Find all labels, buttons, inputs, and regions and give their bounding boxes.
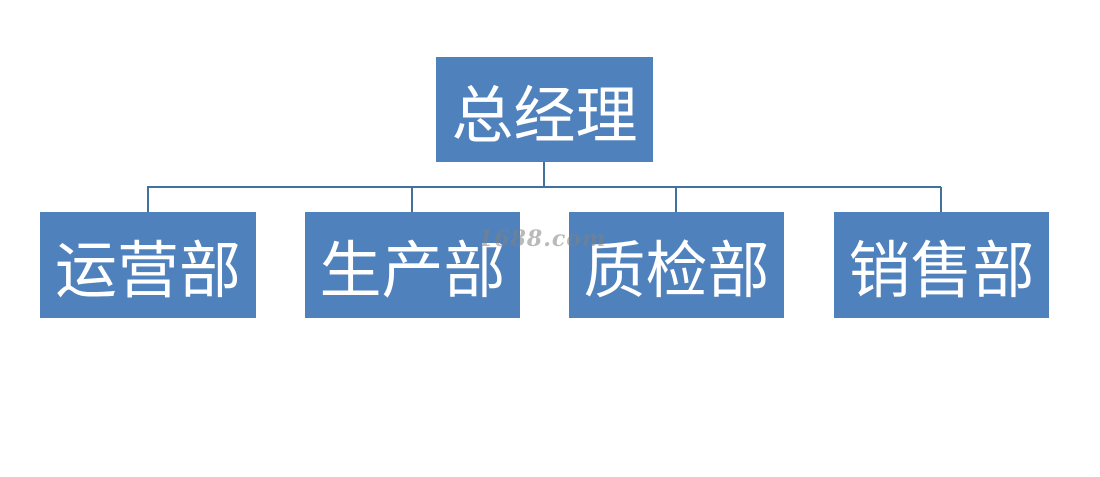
- node-production-dept: 生产部: [305, 212, 520, 318]
- node-quality-dept: 质检部: [569, 212, 784, 318]
- node-operations-dept: 运营部: [40, 212, 256, 318]
- node-general-manager: 总经理: [436, 57, 653, 162]
- node-sales-dept: 销售部: [834, 212, 1049, 318]
